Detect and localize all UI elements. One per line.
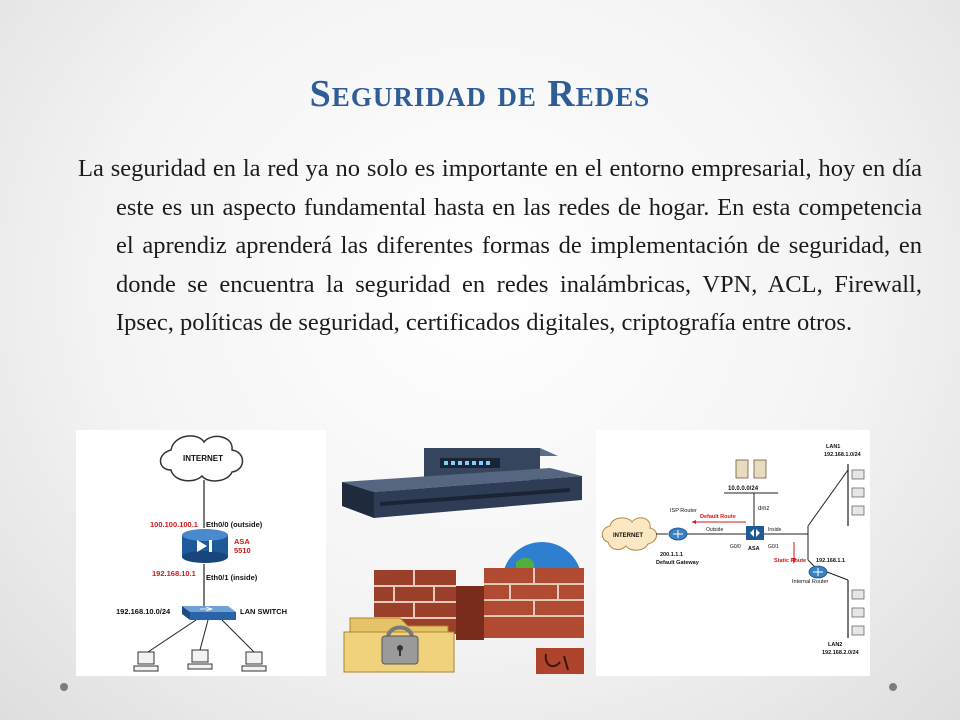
g00-label: G0/0 (730, 544, 741, 550)
lan-switch-icon (182, 606, 236, 620)
inside-interface-label: Eth0/1 (inside) (206, 573, 258, 582)
asa-topology-diagram: INTERNET 100.100.100.1 Eth0/0 (outside) … (76, 430, 326, 676)
default-route-label: Default Route (700, 514, 736, 520)
g01-label: G0/1 (768, 544, 779, 550)
dmz-label: dmz (758, 506, 769, 512)
padlock-folder-icon (343, 617, 455, 673)
dmz-server-icon (735, 459, 767, 479)
asa-label: ASA (234, 537, 250, 546)
switch-label: LAN SWITCH (240, 607, 287, 616)
isp-router-label-1: ISP Router (670, 508, 697, 514)
lan2-network-label: 192.168.2.0/24 (822, 650, 860, 656)
firewall-illustration (330, 430, 592, 676)
brick-wall-icon (374, 568, 584, 640)
slide-ornament-dot (60, 683, 68, 691)
workstation-icon (187, 649, 213, 670)
default-gateway-label: Default Gateway (656, 560, 700, 566)
outside-ip-label: 100.100.100.1 (150, 520, 198, 529)
internet-label: INTERNET (183, 454, 223, 463)
lan2-label: LAN2 (828, 642, 842, 648)
asa-model-label: 5510 (234, 546, 251, 555)
inside-label: Inside (768, 527, 782, 533)
internal-ip-label: 192.168.1.1 (816, 558, 845, 564)
lan1-label: LAN1 (826, 444, 840, 450)
security-seal-icon (536, 648, 584, 674)
internal-router-label: Internal Router (792, 579, 829, 585)
lan1-workstation-icon (851, 469, 865, 516)
internal-router-icon (808, 565, 828, 579)
asa-label: ASA (748, 546, 760, 552)
isp-router-icon (668, 527, 688, 541)
asa-firewall-icon (182, 529, 228, 563)
internet-label: INTERNET (613, 533, 643, 539)
outside-label: Outside (706, 527, 723, 533)
static-route-label: Static Route (774, 558, 806, 564)
workstation-icon (241, 651, 267, 672)
asa-firewall-icon (746, 526, 764, 540)
internet-cloud-icon (159, 435, 244, 482)
internet-cloud-icon (601, 517, 657, 551)
lan1-network-label: 192.168.1.0/24 (824, 452, 862, 458)
slide-ornament-dot (889, 683, 897, 691)
outside-interface-label: Eth0/0 (outside) (206, 520, 263, 529)
subnet-label: 192.168.10.0/24 (116, 607, 171, 616)
gateway-ip-label: 200.1.1.1 (660, 552, 683, 558)
asa-dmz-topology-diagram: 10.0.0.0/24 dmz INTERNET ISP Router 200.… (596, 430, 870, 676)
dmz-network-label: 10.0.0.0/24 (728, 486, 759, 492)
firewall-appliance-icon (342, 448, 582, 518)
slide-body-text: La seguridad en la red ya no solo es imp… (78, 155, 922, 336)
slide-title: Seguridad de Redes (309, 73, 651, 115)
workstation-icon (133, 651, 159, 672)
inside-ip-label: 192.168.10.1 (152, 569, 196, 578)
lan2-workstation-icon (851, 589, 865, 636)
